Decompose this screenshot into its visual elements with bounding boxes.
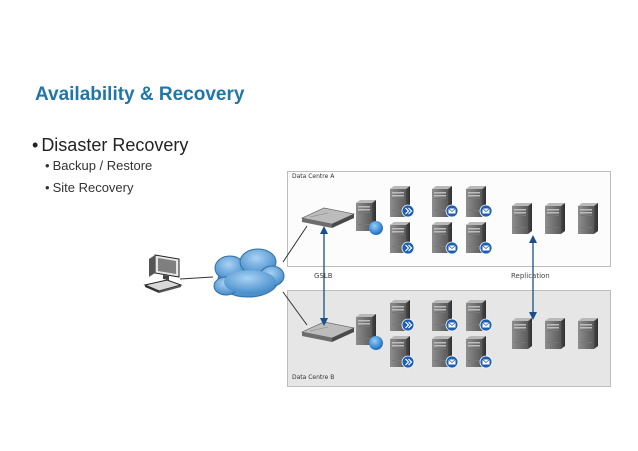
link-workstation-cloud [179, 276, 214, 280]
app-badge-icon [401, 241, 415, 255]
bullet-dot: • [45, 158, 50, 173]
bullet-text: Disaster Recovery [41, 135, 189, 155]
bullet-dot: • [45, 180, 50, 195]
mail-badge-icon [479, 355, 493, 369]
app-badge-icon [401, 318, 415, 332]
sub-bullet-text: Backup / Restore [52, 158, 153, 173]
server-icon [512, 203, 532, 234]
bullet-disaster-recovery: •Disaster Recovery [32, 135, 188, 156]
link-cloud-site-a [282, 225, 308, 263]
workstation-icon [143, 254, 183, 293]
load-balancer-icon [301, 207, 355, 229]
replication-arrow [529, 235, 537, 320]
data-centre-a-label: Data Centre A [292, 173, 335, 180]
mail-badge-icon [479, 204, 493, 218]
load-balancer-icon [301, 321, 355, 343]
server-icon [545, 318, 565, 349]
sub-bullet-site-recovery: •Site Recovery [45, 180, 133, 195]
server-icon [512, 318, 532, 349]
mail-badge-icon [445, 318, 459, 332]
globe-icon [369, 336, 383, 350]
mail-badge-icon [479, 241, 493, 255]
sub-bullet-backup: •Backup / Restore [45, 158, 152, 173]
gslb-arrow [320, 226, 328, 326]
mail-badge-icon [445, 355, 459, 369]
mail-badge-icon [445, 241, 459, 255]
site-b-servers [356, 300, 598, 369]
cloud-icon [213, 248, 285, 298]
site-a-servers [356, 186, 598, 255]
mail-badge-icon [479, 318, 493, 332]
bullet-dot: • [32, 135, 39, 155]
app-badge-icon [401, 355, 415, 369]
link-cloud-site-b [282, 291, 308, 326]
sub-bullet-text: Site Recovery [52, 180, 134, 195]
gslb-label: GSLB [314, 272, 333, 280]
replication-label: Replication [511, 272, 550, 280]
app-badge-icon [401, 204, 415, 218]
page-title: Availability & Recovery [35, 84, 245, 105]
server-icon [545, 203, 565, 234]
mail-badge-icon [445, 204, 459, 218]
server-icon [578, 318, 598, 349]
globe-icon [369, 221, 383, 235]
data-centre-b-label: Data Centre B [292, 374, 335, 381]
server-icon [578, 203, 598, 234]
